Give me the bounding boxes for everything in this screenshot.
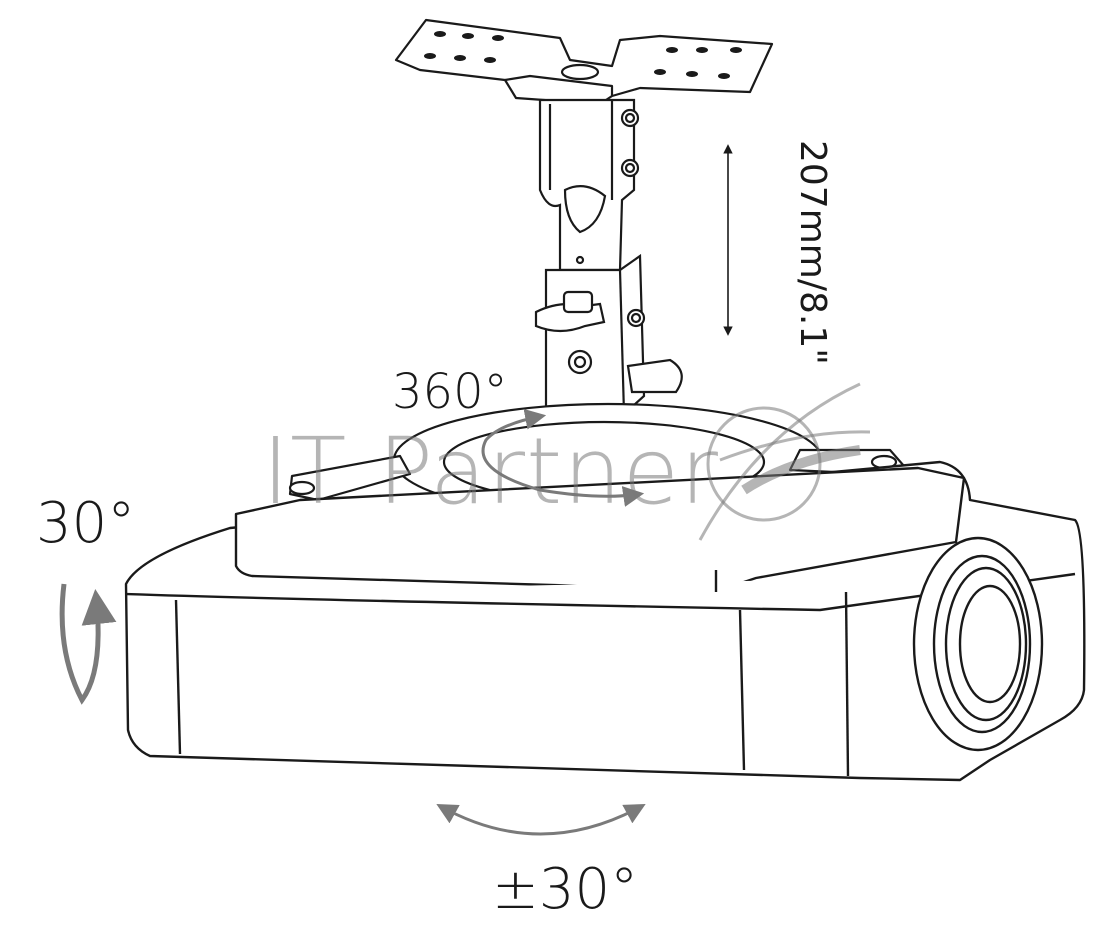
- watermark-logo-icon: [698, 382, 871, 541]
- tilt-block: [534, 253, 683, 416]
- watermark-text: IT Partner: [262, 418, 719, 525]
- tilt-label: 30°: [36, 491, 136, 556]
- projector-lens: [912, 536, 1044, 752]
- tilt-arrow: [59, 583, 117, 705]
- ceiling-plate: [394, 18, 774, 106]
- swivel-label: ±30°: [492, 857, 639, 922]
- projector-body: [124, 460, 1086, 782]
- swivel-arrow: [436, 803, 646, 836]
- rotation-arrow: [481, 408, 645, 507]
- extension-pole: [538, 98, 640, 272]
- rotation-label: 360°: [392, 364, 508, 420]
- height-label: 207mm/8.1": [792, 140, 833, 365]
